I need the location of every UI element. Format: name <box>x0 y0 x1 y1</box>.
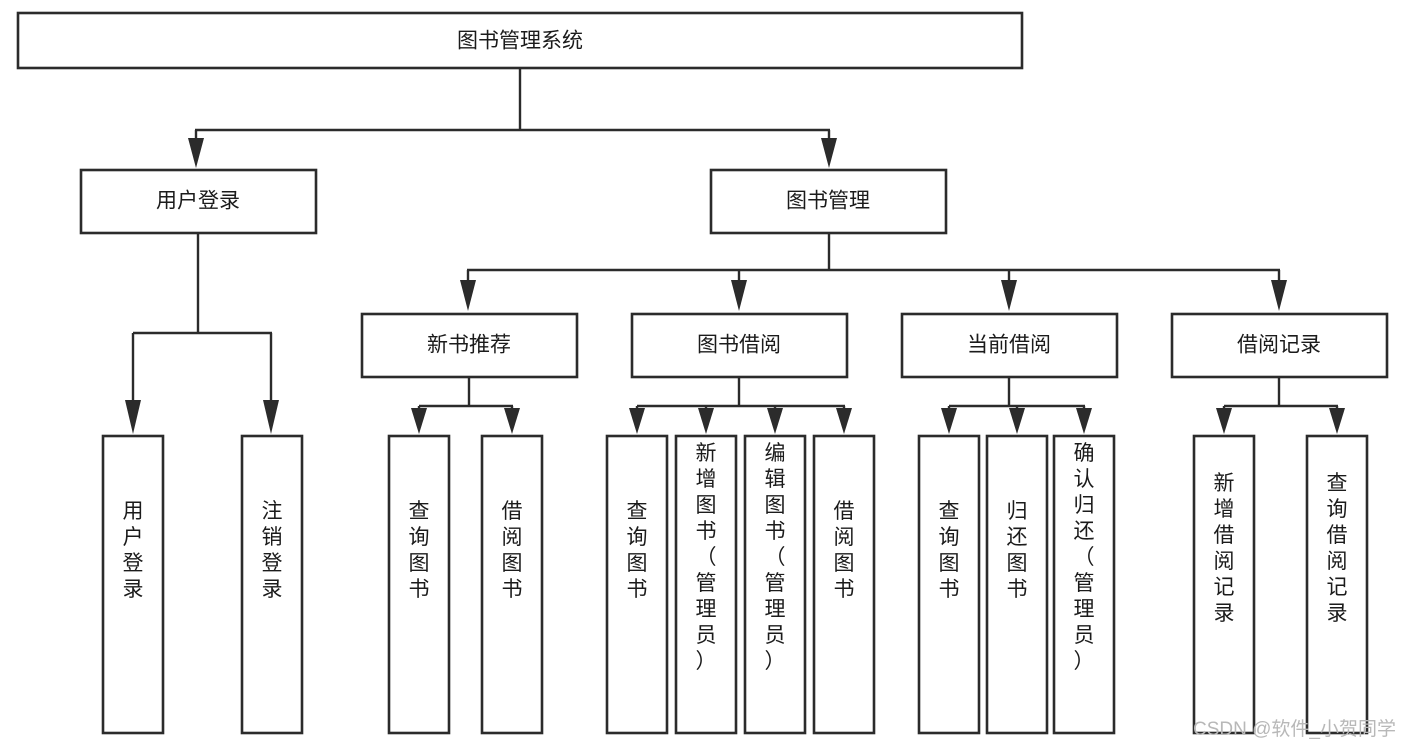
arrow-head-icon <box>629 408 645 434</box>
node-leaf-add-book-label: 新增图书（管理员） <box>696 442 717 673</box>
node-leaf-add-book-box[interactable] <box>674 434 738 735</box>
node-borrow-record[interactable]: 借阅记录 <box>1170 312 1389 379</box>
node-leaf-user-login[interactable]: 用户登录 <box>101 434 165 735</box>
arrow-head-icon <box>125 400 141 434</box>
node-root[interactable]: 图书管理系统 <box>16 11 1024 70</box>
node-leaf-edit-book-box[interactable] <box>743 434 807 735</box>
connector-group-root <box>188 68 837 168</box>
node-leaf-query-book-3-label: 查询图书 <box>939 500 960 601</box>
arrow-head-icon <box>1009 408 1025 434</box>
node-leaf-add-record-label: 新增借阅记录 <box>1214 472 1235 625</box>
node-book-manage[interactable]: 图书管理 <box>709 168 948 235</box>
connector-group-new-book-rec <box>411 377 520 434</box>
node-leaf-confirm-return[interactable]: 确认归还（管理员） <box>1052 434 1116 735</box>
node-leaf-logout-box[interactable] <box>240 434 304 735</box>
arrow-head-icon <box>504 408 520 434</box>
node-leaf-query-book-1-box[interactable] <box>387 434 451 735</box>
node-book-borrow-box[interactable] <box>630 312 849 379</box>
node-root-label: 图书管理系统 <box>457 30 583 53</box>
arrow-head-icon <box>263 400 279 434</box>
node-leaf-confirm-return-label: 确认归还（管理员） <box>1074 442 1095 673</box>
node-root-box[interactable] <box>16 11 1024 70</box>
node-borrow-record-label: 借阅记录 <box>1237 334 1321 357</box>
node-leaf-query-book-3[interactable]: 查询图书 <box>917 434 981 735</box>
node-leaf-borrow-book-1-box[interactable] <box>480 434 544 735</box>
node-leaf-query-record[interactable]: 查询借阅记录 <box>1305 434 1369 735</box>
node-user-login-label: 用户登录 <box>156 190 240 213</box>
node-leaf-query-record-box[interactable] <box>1305 434 1369 735</box>
connector-group-book-manage <box>460 233 1287 311</box>
node-leaf-query-book-2-label: 查询图书 <box>627 500 648 601</box>
node-user-login-box[interactable] <box>79 168 318 235</box>
node-book-manage-label: 图书管理 <box>786 190 870 213</box>
node-book-borrow[interactable]: 图书借阅 <box>630 312 849 379</box>
node-leaf-borrow-book-2-label: 借阅图书 <box>834 500 855 601</box>
node-current-borrow-box[interactable] <box>900 312 1119 379</box>
arrow-head-icon <box>941 408 957 434</box>
node-leaf-borrow-book-2[interactable]: 借阅图书 <box>812 434 876 735</box>
node-book-manage-box[interactable] <box>709 168 948 235</box>
node-book-borrow-label: 图书借阅 <box>697 334 781 357</box>
node-leaf-logout-label: 注销登录 <box>262 500 283 601</box>
node-leaf-borrow-book-1[interactable]: 借阅图书 <box>480 434 544 735</box>
arrow-head-icon <box>411 408 427 434</box>
arrow-head-icon <box>767 408 783 434</box>
node-leaf-user-login-label: 用户登录 <box>123 500 144 601</box>
node-leaf-add-record-box[interactable] <box>1192 434 1256 735</box>
node-leaf-edit-book-label: 编辑图书（管理员） <box>765 442 786 673</box>
node-leaf-user-login-box[interactable] <box>101 434 165 735</box>
node-leaf-return-book[interactable]: 归还图书 <box>985 434 1049 735</box>
arrow-head-icon <box>698 408 714 434</box>
arrow-head-icon <box>1076 408 1092 434</box>
node-leaf-borrow-book-1-label: 借阅图书 <box>502 500 523 601</box>
node-leaf-return-book-label: 归还图书 <box>1007 500 1028 601</box>
arrow-head-icon <box>836 408 852 434</box>
node-current-borrow-label: 当前借阅 <box>967 334 1051 357</box>
node-new-book-rec-box[interactable] <box>360 312 579 379</box>
node-new-book-rec[interactable]: 新书推荐 <box>360 312 579 379</box>
node-leaf-add-record[interactable]: 新增借阅记录 <box>1192 434 1256 735</box>
connector-group-borrow-record <box>1216 377 1345 434</box>
node-leaf-confirm-return-box[interactable] <box>1052 434 1116 735</box>
node-leaf-add-book[interactable]: 新增图书（管理员） <box>674 434 738 735</box>
arrow-head-icon <box>821 138 837 168</box>
node-user-login[interactable]: 用户登录 <box>79 168 318 235</box>
node-leaf-query-book-2[interactable]: 查询图书 <box>605 434 669 735</box>
connector-group-user-login <box>125 233 279 434</box>
node-leaf-borrow-book-2-box[interactable] <box>812 434 876 735</box>
node-leaf-query-book-1-label: 查询图书 <box>409 500 430 601</box>
node-leaf-query-book-2-box[interactable] <box>605 434 669 735</box>
node-current-borrow[interactable]: 当前借阅 <box>900 312 1119 379</box>
node-leaf-query-book-1[interactable]: 查询图书 <box>387 434 451 735</box>
node-leaf-query-book-3-box[interactable] <box>917 434 981 735</box>
watermark-label: CSDN @软件_小贺同学 <box>1193 718 1396 740</box>
arrow-head-icon <box>188 138 204 168</box>
node-leaf-return-book-box[interactable] <box>985 434 1049 735</box>
node-leaf-query-record-label: 查询借阅记录 <box>1327 472 1348 625</box>
arrow-head-icon <box>731 280 747 311</box>
connector-group-book-borrow <box>629 377 852 434</box>
node-leaf-edit-book[interactable]: 编辑图书（管理员） <box>743 434 807 735</box>
arrow-head-icon <box>460 280 476 311</box>
arrow-head-icon <box>1216 408 1232 434</box>
node-leaf-logout[interactable]: 注销登录 <box>240 434 304 735</box>
arrow-head-icon <box>1329 408 1345 434</box>
arrow-head-icon <box>1271 280 1287 311</box>
connector-group-current-borrow <box>941 377 1092 434</box>
node-borrow-record-box[interactable] <box>1170 312 1389 379</box>
arrow-head-icon <box>1001 280 1017 311</box>
node-new-book-rec-label: 新书推荐 <box>427 334 511 357</box>
